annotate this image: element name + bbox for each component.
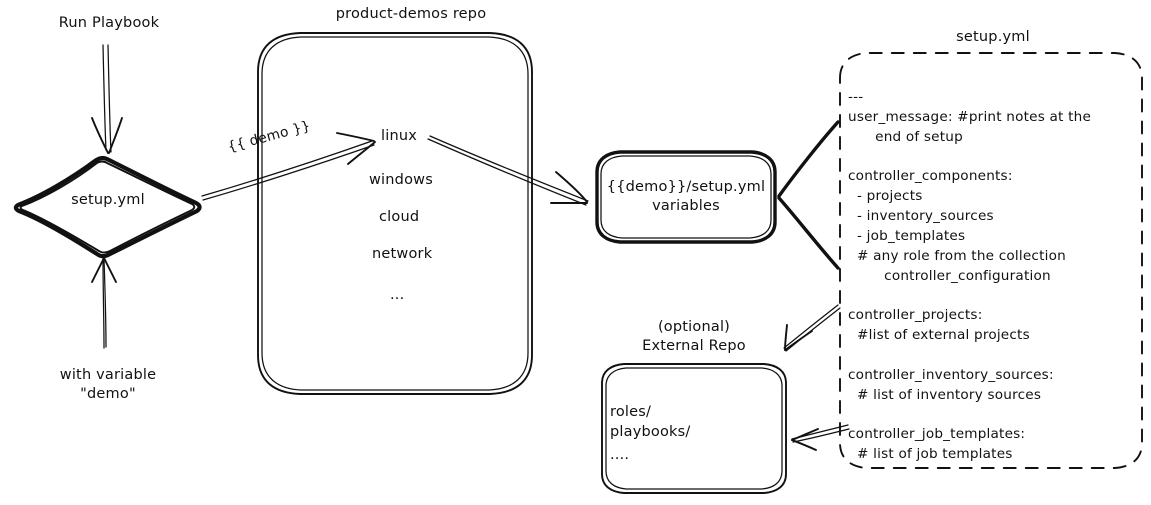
- with-variable-label: with variable "demo": [59, 367, 157, 402]
- external-repo-item-roles: roles/: [610, 404, 652, 420]
- variables-box-label: {{demo}}/setup.yml variables: [606, 179, 766, 214]
- arrow-job-templates-to-external-repo: [791, 424, 850, 451]
- arrow-run-playbook: [91, 44, 123, 154]
- edge-label-demo: {{ demo }}: [226, 117, 313, 156]
- external-repo-item-playbooks: playbooks/: [610, 424, 691, 440]
- setup-panel-code: --- user_message: #print notes at the en…: [848, 89, 1092, 463]
- repo-item-network: network: [372, 246, 433, 262]
- external-repo-title: (optional) External Repo: [642, 319, 746, 354]
- arrow-linux-to-variables: [427, 135, 589, 206]
- arrow-panel-to-variables: [777, 120, 840, 270]
- setup-panel-title: setup.yml: [956, 29, 1030, 45]
- external-repo-item-ellipsis: ....: [610, 447, 630, 463]
- repo-item-windows: windows: [369, 172, 433, 188]
- setup-yml-diamond-label: setup.yml: [71, 192, 145, 208]
- arrow-with-variable: [91, 257, 117, 349]
- arrow-projects-to-external-repo: [783, 304, 841, 352]
- repo-item-linux: linux: [381, 128, 418, 144]
- run-playbook-label: Run Playbook: [58, 15, 160, 31]
- repo-item-cloud: cloud: [379, 209, 420, 225]
- product-demos-repo-title: product-demos repo: [335, 6, 487, 22]
- repo-item-ellipsis: ...: [390, 287, 405, 303]
